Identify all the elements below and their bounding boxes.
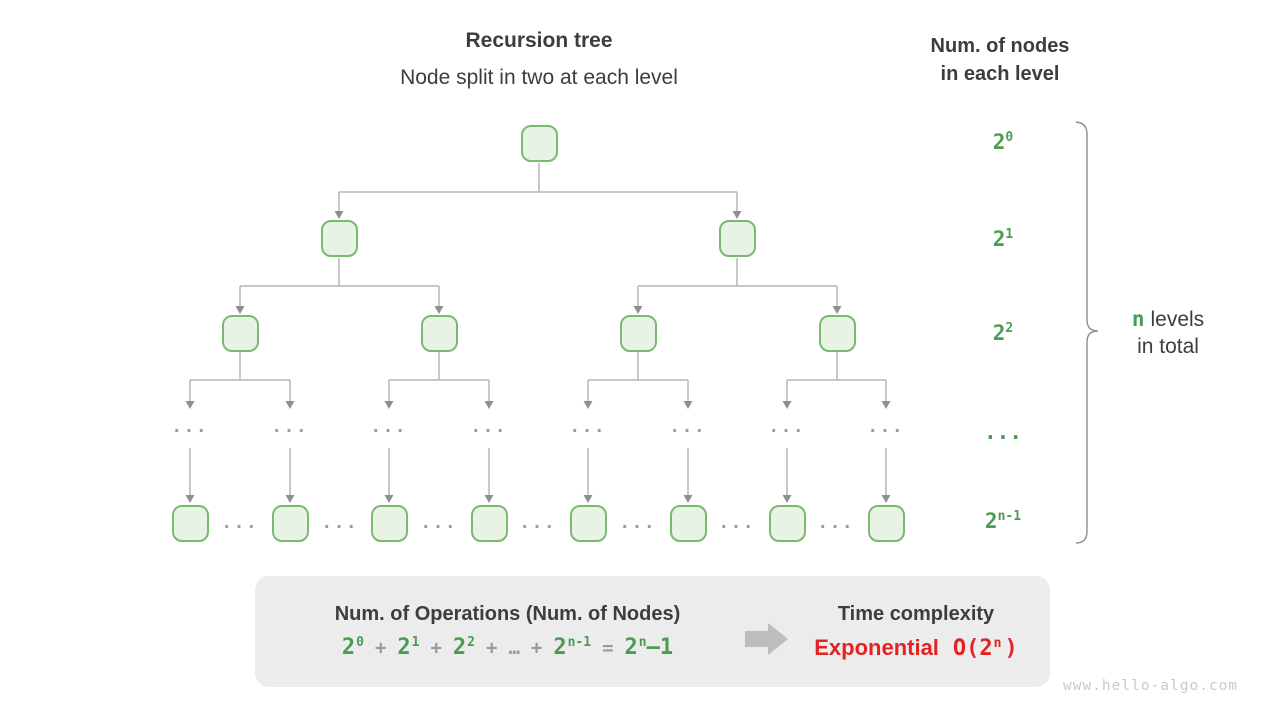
tree-node-level-n-1 (768, 505, 806, 542)
nodes-per-level-header: Num. of nodes in each level (890, 32, 1110, 88)
formula-token: + (486, 637, 498, 659)
tree-node-level-2 (818, 315, 856, 352)
formula-token: Exponential (814, 635, 939, 660)
formula-token: = (602, 637, 614, 659)
arrow-head (185, 495, 195, 503)
arrow-head (185, 401, 195, 409)
formula-token: 20 (341, 634, 364, 660)
complexity-title: Time complexity (837, 603, 995, 625)
ellipsis-separator: ... (519, 513, 557, 533)
complexity-value: Exponential O(2n) (814, 635, 1018, 661)
tree-node-level-n-1 (669, 505, 707, 542)
arrow-head (881, 401, 891, 409)
ellipsis-level-nodes: ... (171, 417, 209, 437)
ellipsis-level-nodes: ... (768, 417, 806, 437)
ellipsis-level-nodes: ... (370, 417, 408, 437)
arrow-head (732, 211, 742, 219)
tree-connector-lines (189, 163, 887, 496)
levels-word: levels (1150, 308, 1205, 331)
tree-node-level-n-1 (470, 505, 508, 542)
page-subtitle: Node split in two at each level (400, 66, 678, 89)
n-variable: n (1131, 307, 1145, 331)
tree-node-level-2 (221, 315, 259, 352)
tree-node-level-n-1 (569, 505, 607, 542)
operations-formula: 20 +21 +22 + … +2n-1 = 2n–1 (342, 635, 673, 660)
tree-node-level-1 (718, 220, 756, 257)
formula-token: 22 (452, 634, 475, 660)
level-count-label: 20 (963, 128, 1043, 156)
arrow-head (484, 495, 494, 503)
arrow-head (285, 401, 295, 409)
curly-brace (1075, 121, 1099, 544)
tree-node-level-0 (520, 125, 558, 162)
tree-node-level-n-1 (867, 505, 905, 542)
arrow-head (384, 495, 394, 503)
ellipsis-separator: ... (817, 513, 855, 533)
formula-token: + (374, 637, 387, 659)
watermark: www.hello-algo.com (1063, 678, 1239, 694)
level-count-label: 22 (963, 319, 1043, 347)
diagram-header: Recursion tree Node split in two at each… (289, 28, 789, 91)
arrow-head (683, 401, 693, 409)
formula-token: 21 (397, 634, 420, 660)
level-count-label: ... (963, 418, 1043, 446)
formula-token: 22 (992, 321, 1014, 345)
arrow-head (782, 495, 792, 503)
arrow-head (683, 495, 693, 503)
level-count-label: 21 (963, 225, 1043, 253)
ellipsis-separator: ... (718, 513, 756, 533)
ellipsis-level-nodes: ... (867, 417, 905, 437)
arrow-head (384, 401, 394, 409)
tree-node-level-n-1 (370, 505, 408, 542)
ellipsis-separator: ... (221, 513, 259, 533)
arrow-head (484, 401, 494, 409)
ellipsis-level-nodes: ... (669, 417, 707, 437)
arrow-right-icon (745, 623, 788, 655)
arrow-head (334, 211, 344, 219)
nodes-per-level-line1: Num. of nodes (930, 35, 1070, 57)
ellipsis-separator: ... (420, 513, 458, 533)
arrow-head (881, 495, 891, 503)
arrow-head (235, 306, 245, 314)
operations-column: Num. of Operations (Num. of Nodes) 20 +21… (255, 600, 760, 660)
formula-token: 2n-1 (553, 634, 592, 660)
operations-title: Num. of Operations (Num. of Nodes) (334, 603, 681, 625)
ellipsis-separator: ... (619, 513, 657, 533)
arrow-head (583, 495, 593, 503)
level-count-label: 2n-1 (963, 507, 1043, 535)
ellipsis-level-nodes: ... (470, 417, 508, 437)
formula-token: ... (984, 420, 1022, 444)
arrow-head (583, 401, 593, 409)
formula-token: O(2n (952, 635, 1002, 661)
tree-node-level-n-1 (271, 505, 309, 542)
summary-box: Num. of Operations (Num. of Nodes) 20 +21… (255, 576, 1050, 687)
arrow-head (832, 306, 842, 314)
formula-token: –1 (646, 635, 674, 660)
formula-token: 20 (992, 130, 1014, 154)
page-title: Recursion tree (465, 29, 613, 52)
formula-token: + (530, 637, 543, 659)
formula-token: 21 (992, 227, 1014, 251)
complexity-column: Time complexity Exponential O(2n) (751, 600, 1081, 661)
formula-token: … (508, 637, 520, 659)
arrow-head (434, 306, 444, 314)
formula-token: + (430, 637, 442, 659)
arrow-head (285, 495, 295, 503)
ellipsis-level-nodes: ... (569, 417, 607, 437)
tree-node-level-2 (619, 315, 657, 352)
ellipsis-separator: ... (321, 513, 359, 533)
levels-total-line2: in total (1137, 335, 1199, 358)
formula-token: 2n (624, 634, 647, 660)
tree-node-level-n-1 (171, 505, 209, 542)
arrow-head (633, 306, 643, 314)
arrow-head (782, 401, 792, 409)
formula-token: ) (1004, 636, 1018, 661)
nodes-per-level-line2: in each level (940, 63, 1060, 85)
tree-node-level-2 (420, 315, 458, 352)
ellipsis-level-nodes: ... (271, 417, 309, 437)
formula-token: 2n-1 (984, 509, 1022, 533)
tree-node-level-1 (320, 220, 358, 257)
